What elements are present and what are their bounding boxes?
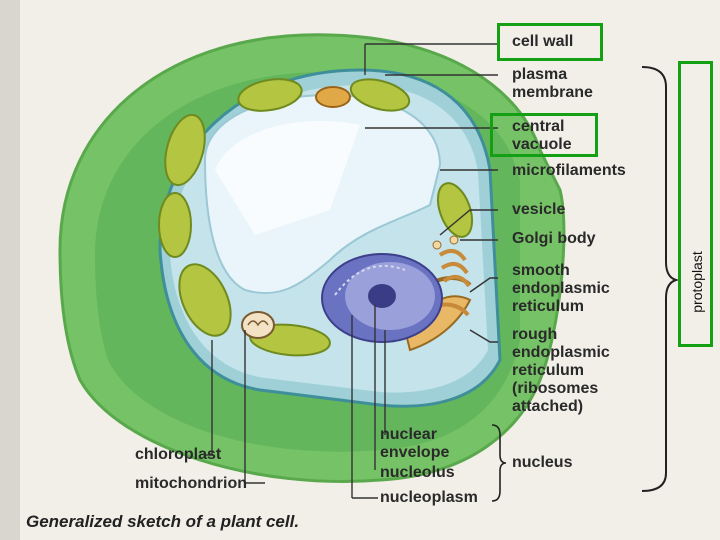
label-nucleolus: nucleolus <box>380 464 455 481</box>
protoplast-brace <box>641 66 680 492</box>
cell-wall-highlight-box <box>497 23 603 61</box>
mitochondria <box>241 86 351 339</box>
leader-lines <box>205 43 498 499</box>
central-vacuole-highlight-box <box>490 113 598 157</box>
label-smooth-er: smooth endoplasmic reticulum <box>512 262 610 315</box>
figure-caption: Generalized sketch of a plant cell. <box>26 512 300 531</box>
label-golgi-body: Golgi body <box>512 230 596 247</box>
page-edge <box>0 0 20 540</box>
golgi-body <box>432 235 471 288</box>
chloroplasts <box>158 78 474 357</box>
label-nucleoplasm: nucleoplasm <box>380 489 478 506</box>
label-microfilaments: microfilaments <box>512 162 626 179</box>
label-nuclear-envelope: nuclear envelope <box>380 426 450 461</box>
label-chloroplast: chloroplast <box>135 446 222 463</box>
label-vesicle: vesicle <box>512 201 566 218</box>
protoplast-highlight-box <box>678 61 713 347</box>
label-cell-wall: cell wall <box>512 33 574 50</box>
label-mitochondrion: mitochondrion <box>135 475 247 492</box>
label-central-vacuole: central vacuole <box>512 118 572 153</box>
label-protoplast: protoplast <box>689 251 705 313</box>
nucleus <box>321 253 443 343</box>
label-nucleus: nucleus <box>512 454 573 471</box>
label-plasma-membrane: plasma membrane <box>512 66 593 101</box>
label-rough-er: rough endoplasmic reticulum (ribosomes a… <box>512 326 610 415</box>
nucleus-brace <box>491 424 507 502</box>
